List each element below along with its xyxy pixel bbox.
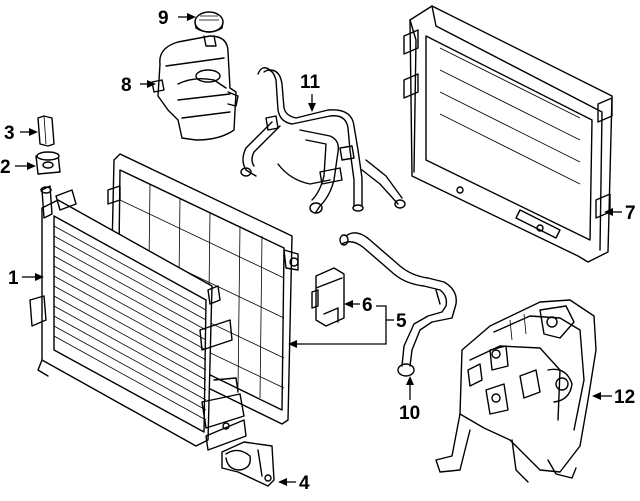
callout-4: 4 — [299, 473, 310, 494]
callout-9: 9 — [158, 8, 169, 29]
coolant-hose-assembly — [240, 67, 406, 214]
support-bracket-assembly — [435, 299, 597, 483]
callout-5: 5 — [396, 311, 407, 332]
callout-12: 12 — [614, 387, 635, 408]
callout-11: 11 — [300, 72, 321, 93]
reservoir-cap — [194, 11, 224, 33]
callout-8: 8 — [121, 75, 132, 96]
callout-7: 7 — [625, 203, 636, 224]
radiator-lower-bracket — [221, 441, 275, 487]
callout-10: 10 — [399, 403, 420, 424]
radiator — [29, 185, 247, 451]
callout-3: 3 — [4, 123, 15, 144]
mount-insulator — [37, 115, 55, 147]
callout-1: 1 — [8, 268, 19, 289]
callout-2: 2 — [0, 157, 11, 178]
leader-lines — [15, 13, 622, 486]
grommet — [35, 151, 61, 175]
radiator-support-shroud — [403, 5, 613, 263]
expansion-tank — [151, 35, 239, 141]
lower-radiator-hose — [339, 232, 457, 377]
callout-6: 6 — [362, 295, 373, 316]
fan-control-module — [311, 267, 345, 327]
